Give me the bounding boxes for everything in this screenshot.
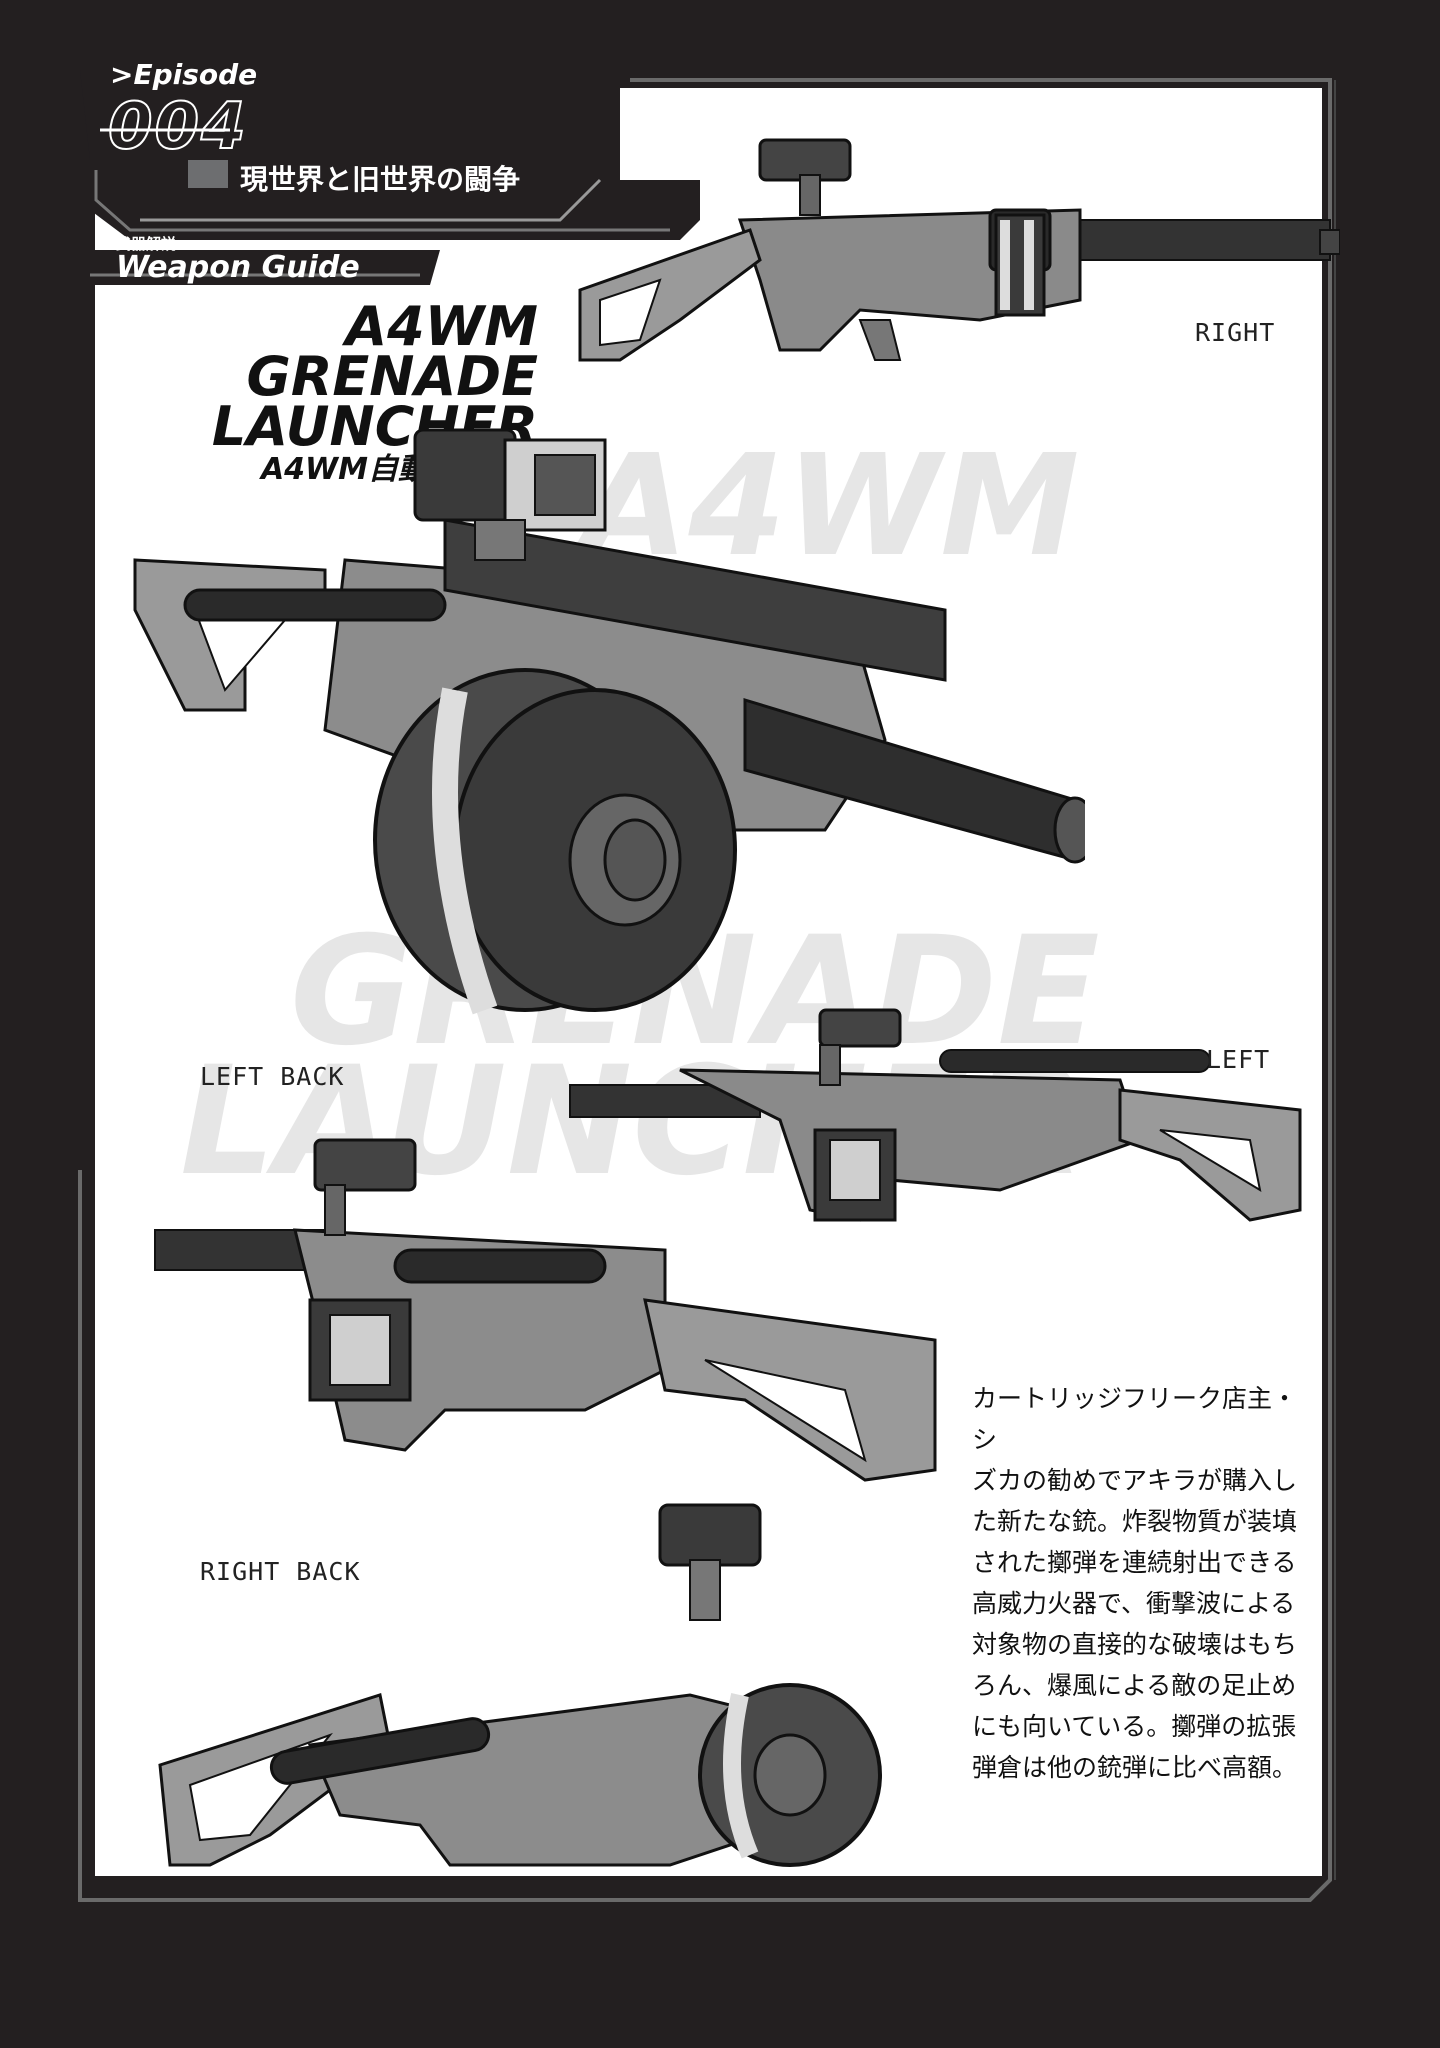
description-line: ズカの勧めでアキラが購入し [972,1466,1298,1495]
description-line: た新たな銃。炸裂物質が装填 [972,1507,1298,1536]
description-line: にも向いている。擲弾の拡張 [972,1712,1297,1741]
description-line: 高威力火器で、衝撃波による [972,1589,1296,1618]
weapon-illustration-right-back [158,1503,882,1867]
weapon-illustration-left [569,1008,1302,1222]
weapon-illustration-left-back [154,1138,937,1482]
section-title: Weapon Guide [116,250,360,285]
weapon-illustration-main [133,428,1085,1015]
view-label-left-back: LEFT BACK [200,1062,345,1091]
weapon-name-line-1: A4WM [345,295,538,358]
episode-title: 現世界と旧世界の闘争 [240,163,521,196]
view-label-right: RIGHT [1195,318,1276,347]
episode-header-bg [80,70,700,285]
episode-title-marker [188,160,228,188]
episode-number: 004 [107,89,248,165]
description-line: ろん、爆風による敵の足止め [972,1671,1297,1700]
description-line: 弾倉は他の銃弾に比べ高額。 [972,1753,1298,1782]
description-line: 対象物の直接的な破壊はもち [972,1630,1298,1659]
weapon-name-en: A4WM GRENADE LAUNCHER [148,295,539,454]
weapon-description: カートリッジフリーク店主・シ ズカの勧めでアキラが購入し た新たな銃。炸裂物質が… [972,1378,1302,1788]
section-subtitle: 武器解説 [116,235,177,253]
view-label-left: LEFT [1206,1045,1271,1074]
weapon-illustration-right [578,138,1340,362]
description-line: された擲弾を連続射出できる [972,1548,1297,1577]
view-label-right-back: RIGHT BACK [200,1557,361,1586]
episode-label: >Episode [110,58,258,91]
description-line: カートリッジフリーク店主・シ [972,1384,1298,1454]
weapon-name-line-2: GRENADE [246,345,539,408]
